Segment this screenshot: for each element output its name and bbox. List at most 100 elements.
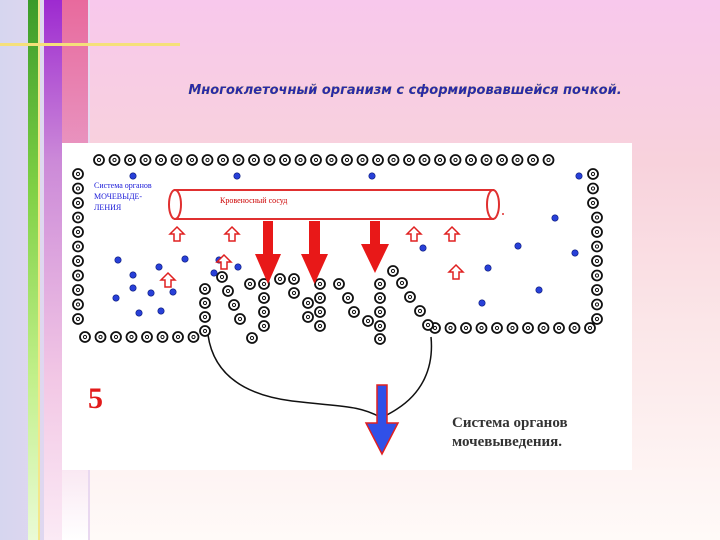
cell-ring [374,278,386,290]
cell-ring [228,299,240,311]
blue-dot [112,294,120,302]
cell-ring [587,168,599,180]
cell-rings [72,154,603,345]
cell-ring [199,311,211,323]
cell-ring [537,322,550,334]
blue-dot [181,255,189,263]
cell-ring [216,271,228,283]
slide-title: Многоклеточный организм с сформировавшей… [188,83,622,98]
cell-ring [553,322,565,334]
cell-ring [248,154,260,166]
blue-dot [575,172,583,180]
cell-ring [156,331,169,343]
cell-ring [374,333,386,345]
cell-ring [374,292,386,304]
diagram-panel: Кровеносный сосуд Система органов МОЧЕВЫ… [62,143,632,470]
cell-ring [542,154,555,166]
blue-dot [135,309,143,317]
small-up-arrow [447,263,465,280]
red-down-arrow-3 [361,221,389,273]
cell-ring [72,284,84,296]
cell-ring [387,265,399,277]
blue-down-arrow [364,384,400,456]
cell-ring [314,306,326,318]
blue-dots [112,172,583,317]
cell-ring [584,322,596,334]
cell-ring [465,154,477,166]
small-up-arrow [443,225,461,242]
small-up-arrows [159,225,465,288]
cell-ring [258,278,270,290]
cell-ring [94,331,107,343]
cell-ring [460,322,472,334]
cell-ring [449,154,462,166]
blue-dot [234,263,242,271]
cell-ring [258,292,270,304]
organ-system-inset-label: Система органов МОЧЕВЫДЕ- ЛЕНИЯ [94,181,152,212]
cell-ring [403,154,415,166]
cell-ring [199,325,211,337]
blue-dot [368,172,376,180]
cell-ring [374,320,386,332]
cell-ring [591,269,603,282]
cell-ring [568,322,581,334]
blue-dot [484,264,492,272]
cell-ring [258,320,270,332]
cell-ring [155,154,167,166]
cell-ring [72,313,84,325]
cell-ring [139,154,152,166]
cell-ring [72,255,84,267]
cell-ring [396,277,408,289]
blue-dot [535,286,543,294]
caption-line-1: Система органов [452,415,568,431]
cell-ring [341,154,353,166]
inset-label-line-1: Система органов [94,181,152,190]
cell-ring [72,269,84,282]
blue-dot [478,299,486,307]
cell-ring [302,311,314,323]
cell-ring [72,226,84,238]
red-down-arrows [255,221,389,284]
cell-ring [246,332,258,344]
blue-dot [514,242,522,250]
blue-dot [157,307,165,315]
blue-dot [147,289,155,297]
cell-ring [93,154,105,166]
cell-ring [591,226,603,238]
cell-ring [141,331,153,343]
cell-ring [186,154,198,166]
blue-dot [114,256,122,264]
red-down-arrow-2 [301,221,328,284]
cell-ring [414,305,426,317]
blue-dot [551,214,559,222]
red-dot [502,213,504,215]
blue-dot [129,284,137,292]
cell-ring [279,154,291,166]
cell-ring [244,278,256,290]
cell-ring [314,292,326,304]
cell-ring [587,197,599,209]
cell-ring [418,154,431,166]
cell-ring [591,284,603,296]
cell-ring [274,273,286,285]
cell-ring [232,154,245,166]
cell-ring [522,322,534,334]
cell-ring [374,306,386,318]
cell-ring [591,240,603,253]
cell-ring [234,313,246,325]
slide-number: 5 [88,382,103,415]
cell-ring [591,313,603,325]
cell-ring [475,322,488,334]
cell-ring [348,306,360,318]
small-up-arrow [168,225,186,242]
cell-ring [217,154,229,166]
cell-ring [356,154,369,166]
cell-ring [170,154,183,166]
cell-ring [172,331,184,343]
cell-ring [310,154,322,166]
purple-stripe [44,0,62,540]
vertical-gold-line [38,0,40,540]
cell-ring [72,298,84,311]
cell-ring [72,240,84,253]
small-up-arrow [215,253,233,270]
